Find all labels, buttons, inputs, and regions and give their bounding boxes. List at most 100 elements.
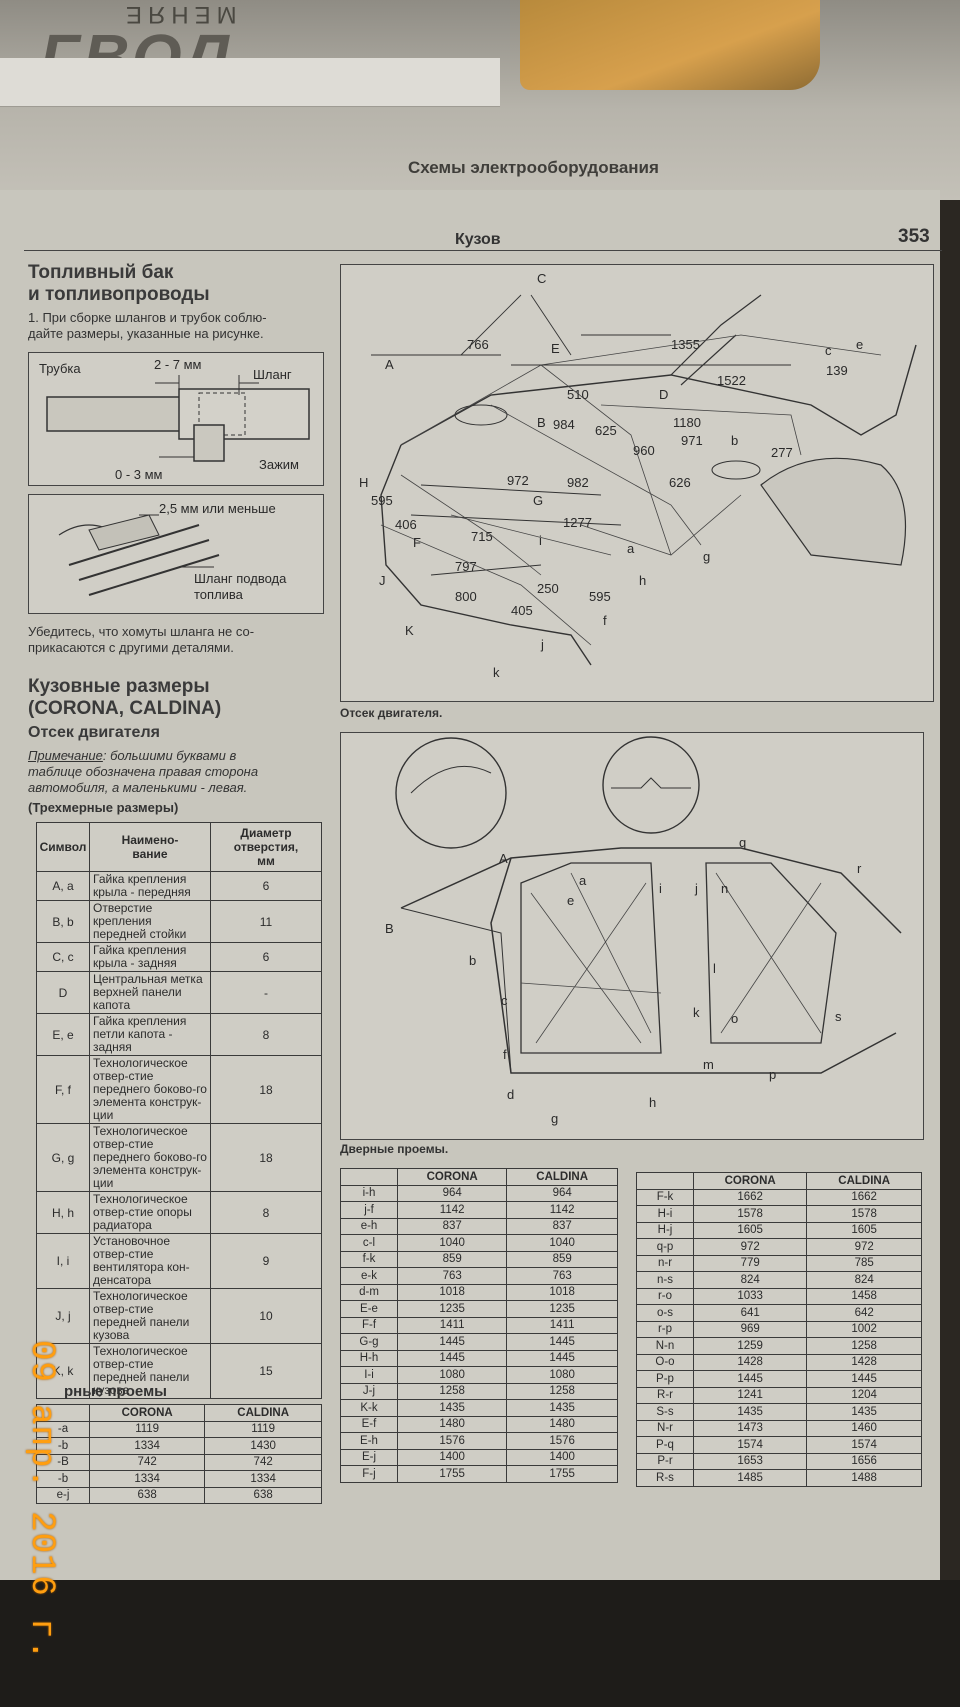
- corona-cell: 1662: [692, 1188, 808, 1206]
- caldina-cell: 1662: [806, 1188, 922, 1206]
- diameter-cell: 10: [210, 1288, 322, 1344]
- door-label: s: [835, 1009, 842, 1024]
- corona-cell: 1119: [88, 1420, 206, 1438]
- name-cell: Технологическое отвер-стие передней пане…: [89, 1343, 211, 1399]
- caldina-cell: 1040: [506, 1234, 618, 1252]
- engine-label: 405: [511, 603, 533, 618]
- fuel-note: Убедитесь, что хомуты шланга не со- прик…: [28, 624, 255, 655]
- engine-label: g: [703, 549, 710, 564]
- hose-drawing: Трубка 2 - 7 мм Шланг Зажим 0 - 3 мм: [39, 357, 310, 482]
- engine-label: 626: [669, 475, 691, 490]
- caldina-cell: 1400: [506, 1448, 618, 1466]
- diameter-cell: 6: [210, 942, 322, 972]
- engine-label: 982: [567, 475, 589, 490]
- engine-label: K: [405, 623, 414, 638]
- dark-background: [0, 1580, 960, 1707]
- door-label: e: [567, 893, 574, 908]
- fuel-intro: 1. При сборке шлангов и трубок соблю- да…: [28, 310, 267, 341]
- label-distance: 2,5 мм или меньше: [159, 501, 276, 516]
- dt1-header-corona: CORONA: [396, 1168, 508, 1186]
- caldina-cell: 742: [204, 1453, 322, 1471]
- corona-cell: 1018: [396, 1283, 508, 1301]
- corona-cell: 1033: [692, 1287, 808, 1305]
- engine-label: D: [659, 387, 668, 402]
- diameter-cell: 8: [210, 1013, 322, 1056]
- pair-cell: J-j: [340, 1382, 398, 1400]
- fuel-hose-drawing: 2,5 мм или меньше Шланг подвода топлива: [58, 501, 287, 602]
- corona-cell: 1334: [88, 1470, 206, 1488]
- paper-stack-edge: [0, 58, 500, 107]
- symbol-cell: E, e: [36, 1013, 90, 1056]
- diameter-cell: 18: [210, 1123, 322, 1192]
- pair-cell: R-r: [636, 1386, 694, 1404]
- pair-cell: N-r: [636, 1419, 694, 1437]
- name-cell: Гайка крепления крыла - задняя: [89, 942, 211, 972]
- corona-cell: 1080: [396, 1366, 508, 1384]
- corona-cell: 1445: [692, 1370, 808, 1388]
- diameter-cell: 9: [210, 1233, 322, 1289]
- pair-cell: H-j: [636, 1221, 694, 1239]
- pair-cell: E-j: [340, 1448, 398, 1466]
- pair-cell: K-k: [340, 1399, 398, 1417]
- engine-label: 960: [633, 443, 655, 458]
- pair-cell: F-k: [636, 1188, 694, 1206]
- engine-label: G: [533, 493, 543, 508]
- engine-label: a: [627, 541, 635, 556]
- corona-cell: 1574: [692, 1436, 808, 1454]
- engine-label: k: [493, 665, 500, 680]
- engine-label: 277: [771, 445, 793, 460]
- engine-label: e: [856, 337, 863, 352]
- door-label: j: [694, 881, 698, 896]
- engine-label: j: [540, 637, 544, 652]
- label-pipe: Трубка: [39, 361, 81, 376]
- pair-cell: F-f: [340, 1316, 398, 1334]
- pair-cell: r-p: [636, 1320, 694, 1338]
- name-cell: Технологическое отвер-стие переднего бок…: [89, 1123, 211, 1192]
- engine-label: 972: [507, 473, 529, 488]
- corona-cell: 1400: [396, 1448, 508, 1466]
- pair-cell: E-h: [340, 1432, 398, 1450]
- caldina-cell: 1204: [806, 1386, 922, 1404]
- dt2-header-0: [636, 1172, 694, 1190]
- pair-cell: n-s: [636, 1271, 694, 1289]
- corona-cell: 824: [692, 1271, 808, 1289]
- diameter-cell: -: [210, 971, 322, 1014]
- caldina-cell: 1578: [806, 1205, 922, 1223]
- dt1-header-caldina: CALDINA: [506, 1168, 618, 1186]
- caldina-cell: 1488: [806, 1469, 922, 1487]
- engine-label: B: [537, 415, 546, 430]
- corona-cell: 1445: [396, 1333, 508, 1351]
- corona-cell: 1241: [692, 1386, 808, 1404]
- dt1-header-0: [340, 1168, 398, 1186]
- small-table-header: CORONA CALDINA: [36, 1404, 322, 1422]
- diameter-cell: 15: [210, 1343, 322, 1399]
- engine-label: F: [413, 535, 421, 550]
- corona-cell: 1473: [692, 1419, 808, 1437]
- body-dims-title-2: (CORONA, CALDINA): [28, 698, 222, 719]
- corona-cell: 1428: [692, 1353, 808, 1371]
- engine-label: f: [603, 613, 607, 628]
- header-symbol: Символ: [36, 822, 90, 872]
- engine-label: i: [539, 533, 542, 548]
- corona-cell: 1485: [692, 1469, 808, 1487]
- symbol-cell: K, k: [36, 1343, 90, 1399]
- corona-cell: 641: [692, 1304, 808, 1322]
- engine-label: 250: [537, 581, 559, 596]
- pair-cell: n-r: [636, 1254, 694, 1272]
